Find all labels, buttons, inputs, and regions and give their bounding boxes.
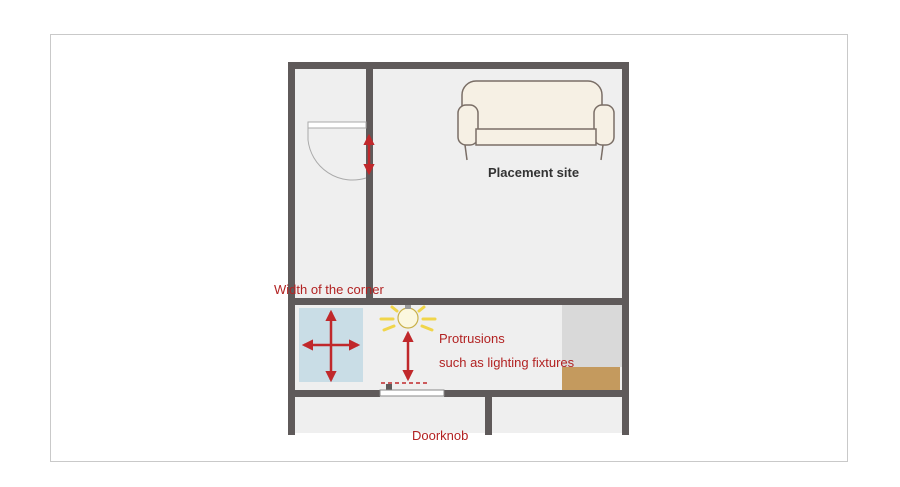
cabinet-wood (562, 367, 620, 391)
cabinet-top (562, 305, 624, 367)
door-swing (307, 121, 367, 181)
walls (288, 62, 629, 435)
door-panel (379, 389, 445, 397)
width-of-corner-label: Width of the corner (274, 282, 384, 297)
protrusions-label: Protrusions (439, 331, 505, 346)
placement-site-label: Placement site (488, 165, 579, 180)
doorknob-label: Doorknob (412, 428, 468, 443)
light-bulb-icon (379, 305, 437, 332)
sofa-icon (457, 80, 615, 161)
arrows (301, 133, 414, 383)
protrusions-sub-label: such as lighting fixtures (439, 355, 575, 370)
